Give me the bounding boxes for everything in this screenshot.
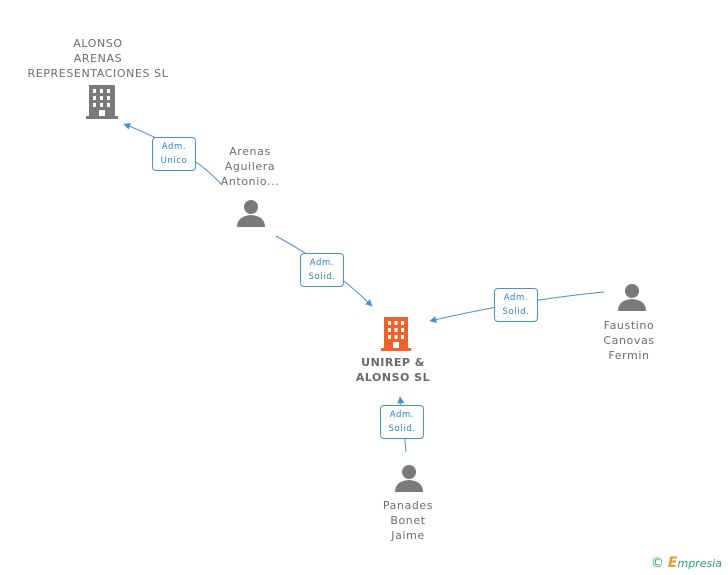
label-line: ARENAS	[73, 52, 123, 65]
building-icon[interactable]	[86, 84, 118, 124]
copyright-symbol: ©	[650, 555, 664, 571]
label-line: Panades	[382, 499, 434, 512]
label-line: ALONSO	[73, 37, 123, 50]
label-line: UNIREP &	[361, 356, 425, 369]
edge-badge-adm-solid[interactable]: Adm. Solid.	[300, 253, 344, 287]
edge-badge-adm-solid[interactable]: Adm. Solid.	[380, 405, 424, 439]
label-line: Arenas	[229, 145, 271, 158]
label-line: Fermin	[608, 349, 650, 362]
badge-line: Solid.	[502, 307, 530, 317]
node-label-arenas[interactable]: Arenas Aguilera Antonio...	[221, 144, 280, 189]
label-line: Antonio...	[220, 175, 280, 188]
badge-line: Adm.	[161, 142, 187, 152]
building-icon-main[interactable]	[381, 316, 411, 356]
node-label-panades[interactable]: Panades Bonet Jaime	[383, 498, 433, 543]
badge-line: Solid.	[308, 272, 336, 282]
node-label-alonso[interactable]: ALONSO ARENAS REPRESENTACIONES SL	[28, 36, 169, 81]
label-line: REPRESENTACIONES SL	[27, 67, 169, 80]
label-line: Aguilera	[224, 160, 276, 173]
label-line: Bonet	[390, 514, 426, 527]
person-icon[interactable]	[394, 464, 424, 496]
brand-name: mpresia	[677, 556, 722, 570]
label-line: ALONSO SL	[355, 371, 431, 384]
edge-badge-adm-solid[interactable]: Adm. Solid.	[494, 288, 538, 322]
badge-line: Adm.	[389, 410, 415, 420]
label-line: Faustino	[603, 319, 655, 332]
badge-line: Solid.	[388, 424, 416, 434]
node-label-unirep[interactable]: UNIREP & ALONSO SL	[356, 355, 430, 385]
brand-initial: E	[667, 555, 678, 571]
label-line: Canovas	[603, 334, 655, 347]
badge-line: Adm.	[503, 293, 529, 303]
person-icon[interactable]	[236, 199, 266, 231]
edge-badge-adm-unico[interactable]: Adm. Unico	[152, 137, 196, 171]
person-icon[interactable]	[617, 283, 647, 315]
badge-line: Unico	[160, 156, 188, 166]
badge-line: Adm.	[309, 258, 335, 268]
label-line: Jaime	[391, 529, 425, 542]
brand-logo: © E mpresia	[651, 555, 722, 571]
node-label-faustino[interactable]: Faustino Canovas Fermin	[603, 318, 654, 363]
